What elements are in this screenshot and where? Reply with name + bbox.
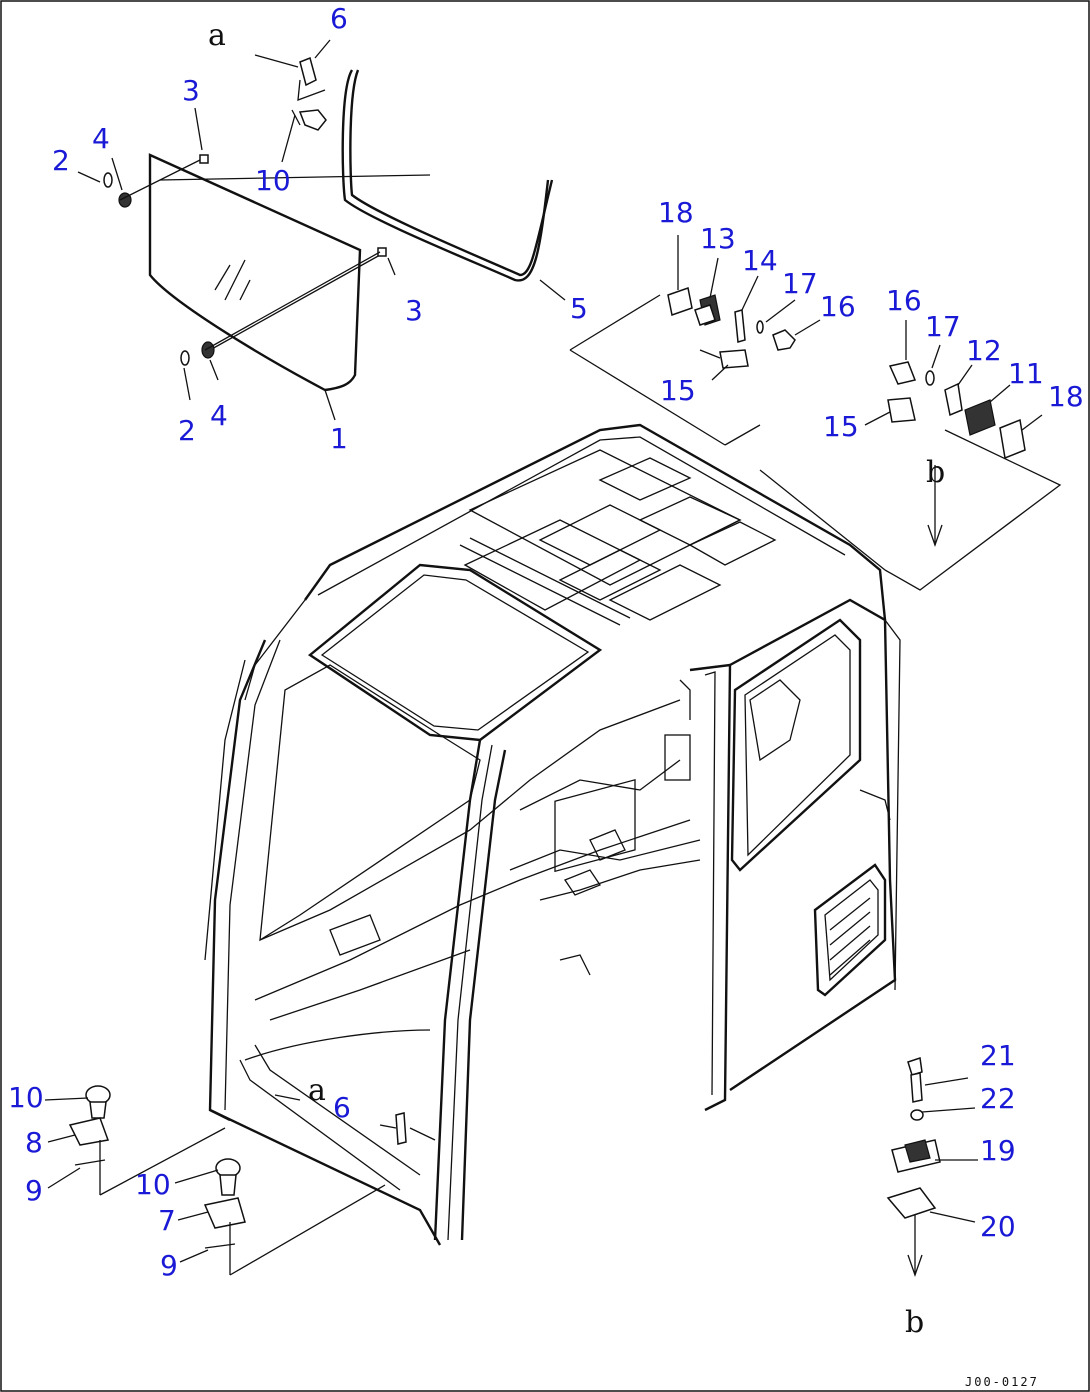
door-stopper-parts-lower-left	[68, 1085, 436, 1276]
part-label-5: 5	[570, 292, 588, 325]
part-label-10: 10	[255, 164, 291, 197]
part-label-18: 18	[658, 196, 694, 229]
part-label-13: 13	[700, 222, 736, 255]
part-label-2: 2	[178, 414, 196, 447]
ref-mark-a-top: a	[208, 18, 226, 53]
ref-mark-a-bottom: a	[308, 1073, 326, 1108]
part-label-3: 3	[405, 294, 423, 327]
part-label-6: 6	[330, 2, 348, 35]
part-label-15: 15	[660, 374, 696, 407]
part-label-21: 21	[980, 1039, 1016, 1072]
leader-lines	[44, 39, 1043, 1263]
part-label-9: 9	[160, 1249, 178, 1282]
part-label-6: 6	[333, 1091, 351, 1124]
part-label-10: 10	[135, 1168, 171, 1201]
part-label-11: 11	[1008, 357, 1044, 390]
part-label-12: 12	[966, 334, 1002, 367]
part-label-15: 15	[823, 410, 859, 443]
window-glass-part-1	[148, 153, 431, 421]
part-label-2: 2	[52, 144, 70, 177]
ref-mark-b-bottom: b	[905, 1305, 924, 1340]
part-label-1: 1	[330, 422, 348, 455]
ref-mark-b-top: b	[926, 455, 945, 490]
part-label-4: 4	[92, 122, 110, 155]
drawing-code: J00-0127	[965, 1375, 1039, 1389]
part-label-4: 4	[210, 399, 228, 432]
part-label-9: 9	[25, 1174, 43, 1207]
part-label-10: 10	[8, 1081, 44, 1114]
part-label-22: 22	[980, 1082, 1016, 1115]
part-label-17: 17	[782, 267, 818, 300]
part-label-8: 8	[25, 1126, 43, 1159]
cab-body	[204, 423, 901, 1246]
part-label-16: 16	[820, 290, 856, 323]
part-label-18: 18	[1048, 380, 1084, 413]
fastener-parts-top-left	[103, 54, 387, 366]
part-label-19: 19	[980, 1134, 1016, 1167]
part-label-17: 17	[925, 310, 961, 343]
part-label-16: 16	[886, 284, 922, 317]
part-label-14: 14	[742, 244, 778, 277]
striker-parts-lower-right	[886, 1057, 978, 1277]
part-label-3: 3	[182, 74, 200, 107]
part-label-20: 20	[980, 1210, 1016, 1243]
weather-strip-part-5	[341, 69, 566, 301]
part-label-7: 7	[158, 1204, 176, 1237]
